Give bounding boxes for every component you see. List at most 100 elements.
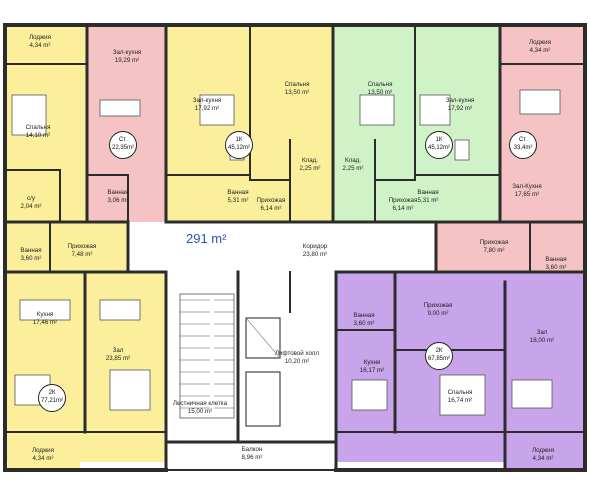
furniture-3	[109, 369, 151, 411]
room-area: 5,31 m²	[417, 197, 439, 204]
loggia-fill-tl	[8, 28, 78, 62]
room-area: 16,74 m²	[447, 397, 473, 404]
room-area: 6,14 m²	[260, 205, 282, 212]
loggia-fill-bl	[8, 432, 80, 470]
room-name: Лоджия	[29, 34, 51, 41]
room-area: 18,00 m²	[529, 337, 555, 344]
furniture-2	[99, 299, 141, 321]
room-name: Зал-Кухня	[512, 183, 542, 190]
furniture-11	[511, 379, 553, 409]
zone-fill-0	[87, 26, 166, 222]
room-name: Ванная	[417, 189, 439, 196]
furniture-14	[454, 139, 470, 161]
apartment-type: Ст.	[518, 137, 528, 143]
apartment-area: 67,85m²	[427, 356, 450, 362]
apartment-area: 33,4m²	[513, 145, 533, 151]
total-area-label: 291 m²	[186, 231, 227, 246]
circulation-0	[128, 222, 436, 272]
room-area: 3,06 m²	[107, 197, 129, 204]
room-area: 4,34 m²	[532, 455, 554, 462]
room-label-storage-1: Клад.2,25 m²	[300, 157, 321, 173]
room-area: 4,34 m²	[529, 47, 551, 54]
apartment-type: 1К	[435, 137, 443, 143]
apartment-type: Ст.	[118, 137, 128, 143]
room-name: Клад.	[301, 157, 318, 164]
room-area: 17,46 m²	[32, 319, 58, 326]
furniture-12	[99, 99, 141, 117]
lift-1-diag	[245, 317, 281, 359]
lift-2	[245, 371, 281, 427]
room-name: Лестничная клетка	[172, 400, 228, 407]
room-name: Спальня	[367, 81, 393, 88]
room-name: Лоджия	[32, 447, 54, 454]
furniture-6	[359, 94, 395, 126]
room-name: Лифтовой холл	[274, 350, 320, 357]
room-fills	[7, 26, 583, 474]
zone-fill-5	[7, 222, 129, 272]
room-name: Прихожая	[256, 197, 286, 204]
room-name: Спальня	[25, 124, 51, 131]
room-area: 4,34 m²	[29, 42, 51, 49]
loggia-fill-br	[505, 432, 583, 470]
zone-fill-8	[336, 272, 583, 462]
apartment-badge-st-2: Ст. 33,4m²	[509, 131, 537, 159]
room-name: Зал-кухня	[192, 97, 222, 104]
room-area: 9,00 m²	[427, 310, 449, 317]
room-area: 16,17 m²	[359, 367, 385, 374]
apartment-area: 45,12m²	[427, 145, 450, 151]
room-name: Ванная	[107, 189, 129, 196]
room-area: 19,29 m²	[114, 57, 140, 64]
room-name: Прихожая	[423, 302, 453, 309]
room-area: 7,48 m²	[71, 251, 93, 258]
room-area: 13,50 m²	[284, 89, 310, 96]
room-name: Ванная	[353, 312, 375, 319]
furniture-10	[351, 379, 388, 411]
room-area: 3,60 m²	[353, 320, 375, 327]
room-name: Прихожая	[479, 239, 509, 246]
furniture-5	[199, 94, 235, 126]
room-area: 3,60 m²	[20, 255, 42, 262]
room-name: Спальня	[447, 389, 473, 396]
room-name: Зал-кухня	[445, 97, 475, 104]
apartment-area: 45,12m²	[227, 145, 250, 151]
room-name: Ванная	[20, 247, 42, 254]
apartment-type: 2К	[435, 348, 443, 354]
apartment-badge-1k-2: 1К 45,12m²	[425, 131, 453, 159]
room-name: Клад.	[344, 157, 361, 164]
room-name: Кухня	[36, 311, 54, 318]
room-area: 2,25 m²	[299, 165, 321, 172]
room-name: с/у	[27, 195, 35, 202]
room-area: 5,31 m²	[227, 197, 249, 204]
apartment-badge-2k-2: 2К 67,85m²	[425, 342, 453, 370]
room-name: Прихожая	[388, 197, 418, 204]
room-name: Спальня	[284, 81, 310, 88]
room-name: Зал	[536, 329, 548, 336]
room-area: 13,50 m²	[367, 89, 393, 96]
room-area: 23,80 m²	[302, 251, 328, 258]
room-area: 17,92 m²	[447, 105, 473, 112]
circulation-1	[166, 272, 336, 442]
furniture-0	[11, 94, 47, 136]
